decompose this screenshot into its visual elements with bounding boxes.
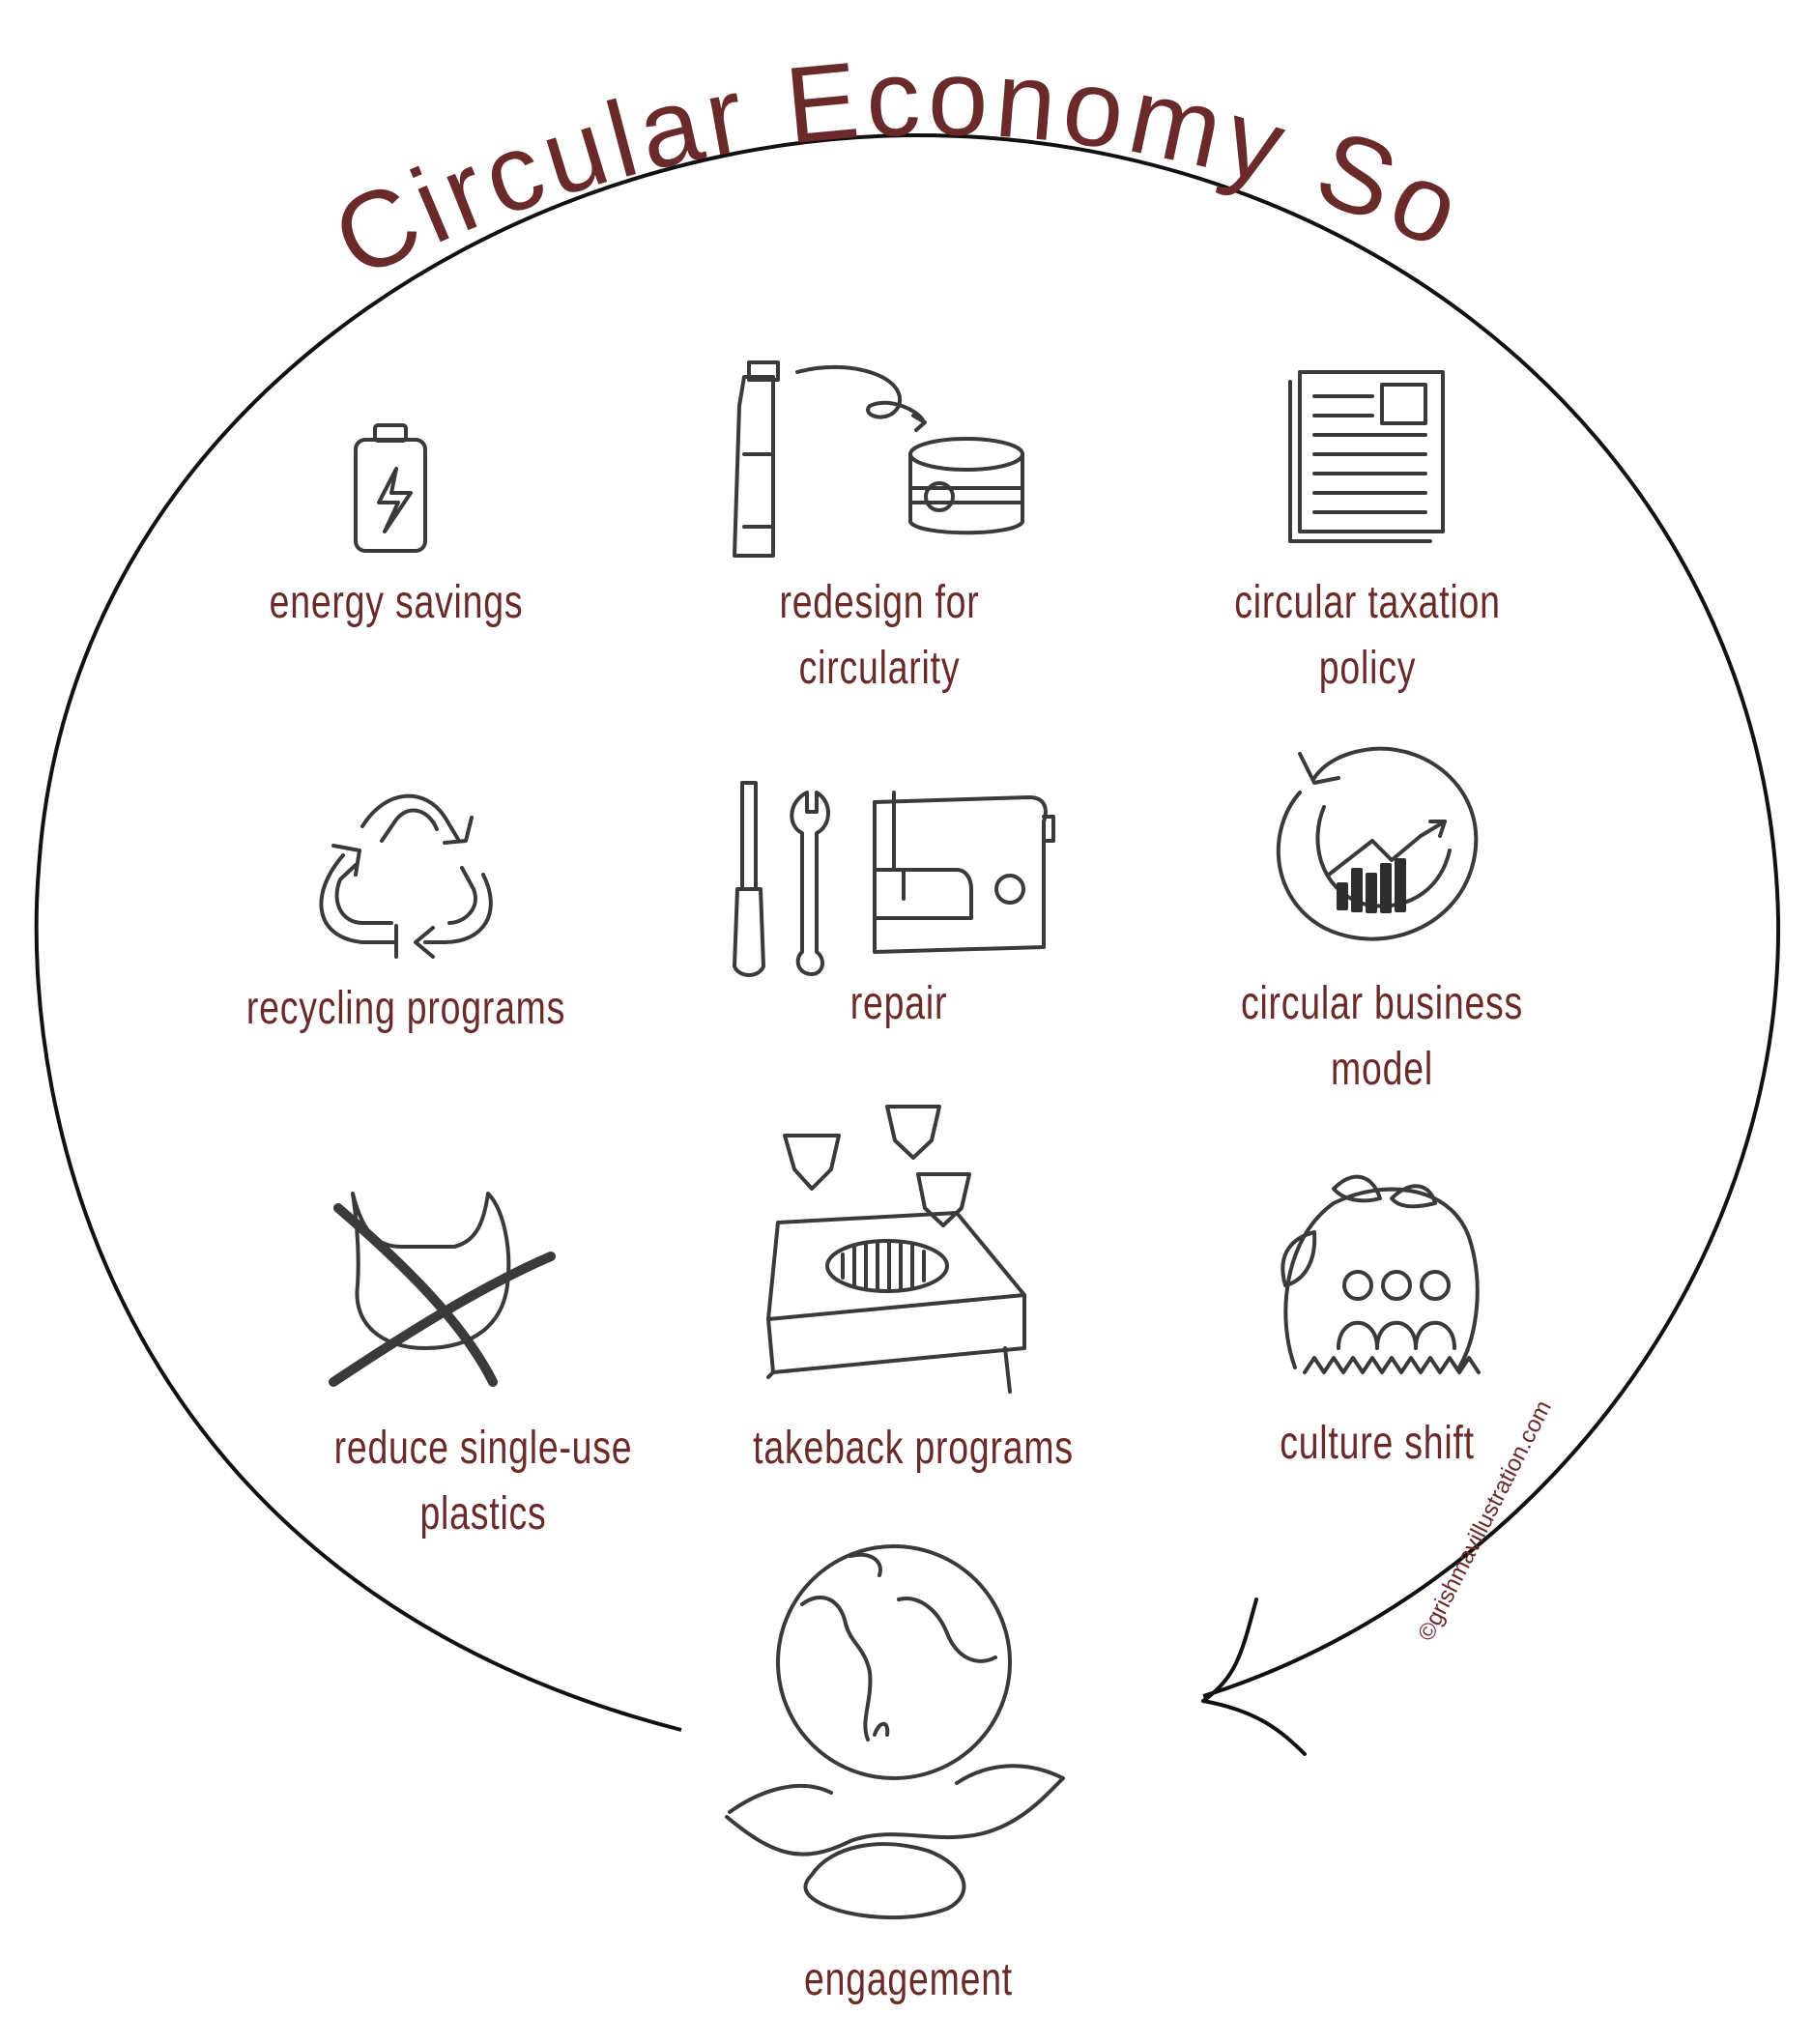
document-icon (1288, 370, 1445, 543)
cycle-arrowhead (1201, 1598, 1307, 1756)
tools-sewing-machine-icon (733, 781, 1055, 977)
capsule-bin-icon (766, 1105, 1026, 1394)
battery-icon (354, 423, 427, 553)
globe-handshake-icon (725, 1544, 1065, 1920)
label-circular-business-model: circular business model (1240, 978, 1524, 1095)
community-icon (1281, 1174, 1481, 1374)
crossed-bag-icon (329, 1192, 556, 1387)
label-repair: repair (849, 978, 948, 1029)
growth-cycle-icon (1276, 746, 1479, 941)
label-engagement: engagement (804, 1954, 1013, 2005)
label-recycling-programs: recycling programs (245, 983, 566, 1034)
label-reduce-single-use-plastics: reduce single-use plastics (333, 1423, 633, 1540)
diagram-title: Circular Economy Solutions (0, 0, 1482, 301)
label-culture-shift: culture shift (1280, 1418, 1475, 1469)
cycle-arc (34, 132, 1781, 1732)
recycle-icon (319, 793, 493, 959)
label-energy-savings: energy savings (269, 577, 524, 628)
label-takeback-programs: takeback programs (753, 1423, 1074, 1474)
label-circular-taxation-policy: circular taxation policy (1234, 577, 1501, 694)
tube-to-jar-icon (733, 360, 1024, 558)
label-redesign-for-circularity: redesign for circularity (779, 577, 980, 694)
